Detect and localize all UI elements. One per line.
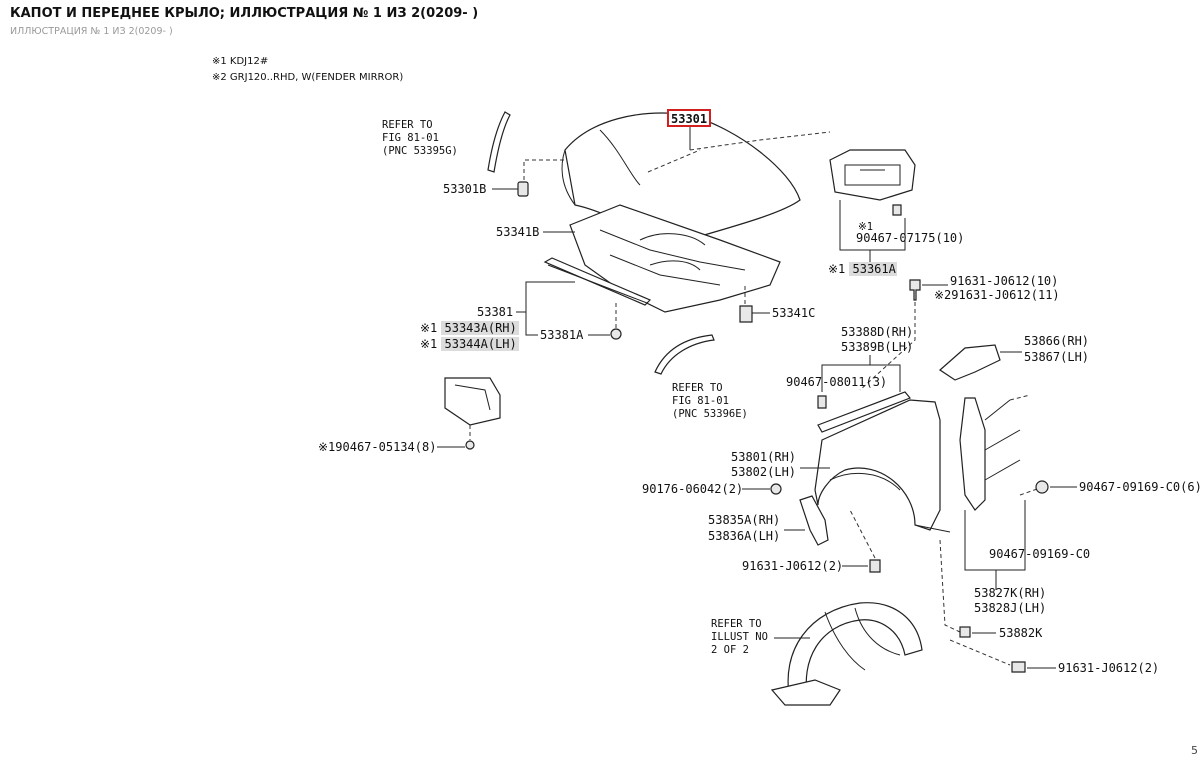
part-label-53866[interactable]: 53866(RH) [1024,334,1089,348]
part-label-53828j[interactable]: 53828J(LH) [974,601,1046,615]
clip-icon [610,328,622,340]
hood-cushion-c-icon [739,305,753,323]
part-label-90467-09169[interactable]: 90467-09169-C0 [989,547,1090,561]
insulator-drawing [829,149,916,201]
part-label-53341b[interactable]: 53341B [496,225,539,239]
note-mark-90467-07175: ※1 [858,221,873,233]
note-grj120: ※2 GRJ120..RHD, W(FENDER MIRROR) [212,72,403,83]
fender-brace [799,495,829,546]
part-label-90467-05134[interactable]: ※190467-05134(8) [318,440,436,454]
hood-lock-bracket [444,377,501,426]
fender-seal-strip [817,391,911,433]
ref-label-1b: FIG 81-01 [382,132,439,144]
part-label-91631-j0612-2a[interactable]: 91631-J0612(2) [742,559,843,573]
hood-drawing [543,112,801,313]
ref-label-3b: ILLUST NO [711,631,768,643]
ref-label-3c: 2 OF 2 [711,644,749,656]
ref-label-1c: (PNC 53395G) [382,145,458,157]
seal-53396e [654,334,715,375]
note-kdj12: ※1 KDJ12# [212,56,268,67]
part-label-53301[interactable]: 53301 [671,112,707,126]
fender-drawing [814,394,1041,533]
part-label-53389b[interactable]: 53389B(LH) [841,340,913,354]
bolt-icon [909,279,921,301]
part-label-53381a[interactable]: 53381A [540,328,584,342]
ref-label-2b: FIG 81-01 [672,395,729,407]
part-label-53388d[interactable]: 53388D(RH) [841,325,913,339]
part-label-53381[interactable]: 53381 [477,305,513,319]
part-label-53867[interactable]: 53867(LH) [1024,350,1089,364]
fender-bracket-53866 [939,344,1001,381]
part-label-53301b[interactable]: 53301B [443,182,486,196]
nut-icon [770,483,782,495]
hood-cushion-icon [517,181,529,197]
part-label-53343a[interactable]: ※1 53343A(RH) [420,321,517,335]
page-subtitle: ИЛЛЮСТРАЦИЯ № 1 ИЗ 2(0209- ) [10,26,173,37]
part-label-90467-08011[interactable]: 90467-08011(3) [786,375,887,389]
page-title: КАПОТ И ПЕРЕДНЕЕ КРЫЛО; ИЛЛЮСТРАЦИЯ № 1 … [10,6,479,21]
bolt-b-icon [1011,661,1026,673]
part-label-53802[interactable]: 53802(LH) [731,465,796,479]
ref-label-3a: REFER TO [711,618,762,630]
seal-53882k-icon [959,626,971,638]
bracket-clip-icon [465,440,475,450]
part-label-53835a[interactable]: 53835A(RH) [708,513,780,527]
part-label-53827k[interactable]: 53827K(RH) [974,586,1046,600]
ref-label-2a: REFER TO [672,382,723,394]
clip-08011-icon [817,395,827,409]
part-label-91631-j0612-11[interactable]: ※291631-J0612(11) [934,288,1060,302]
bolt-a-icon [869,559,881,573]
part-label-90467-07175[interactable]: 90467-07175(10) [856,231,964,245]
part-label-53836a[interactable]: 53836A(LH) [708,529,780,543]
page-number: 5 [1191,744,1198,757]
part-label-53801[interactable]: 53801(RH) [731,450,796,464]
ref-label-1a: REFER TO [382,119,433,131]
part-label-53882k[interactable]: 53882K [999,626,1043,640]
part-label-90467-09169-6[interactable]: 90467-09169-C0(6) [1079,480,1200,494]
ref-label-2c: (PNC 53396E) [672,408,748,420]
part-53301-highlight [667,109,711,127]
liner-drawing [770,602,923,706]
part-label-91631-j0612-2b[interactable]: 91631-J0612(2) [1058,661,1159,675]
part-label-90176-06042[interactable]: 90176-06042(2) [642,482,743,496]
part-label-53344a[interactable]: ※1 53344A(LH) [420,337,517,351]
seal-53395g [487,111,511,173]
clip-09169-icon [1035,480,1049,494]
part-label-53361a[interactable]: ※1 53361A [828,262,897,276]
part-label-91631-j0612-10[interactable]: 91631-J0612(10) [950,274,1058,288]
clip-07175-icon [892,204,902,216]
part-label-53341c[interactable]: 53341C [772,306,815,320]
